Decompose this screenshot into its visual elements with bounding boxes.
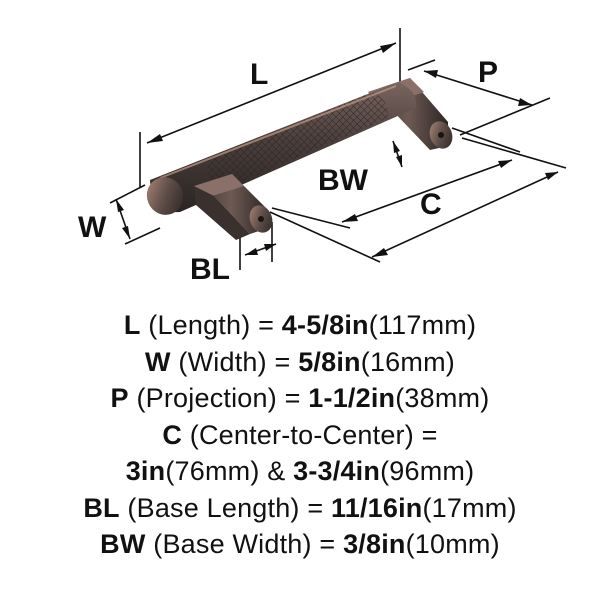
- label-W: W: [78, 211, 107, 244]
- spec-line: 3in(76mm) & 3-3/4in(96mm): [0, 453, 600, 490]
- arrow-L-right: [380, 43, 396, 53]
- spec-list: L (Length) = 4-5/8in(117mm)W (Width) = 5…: [0, 307, 600, 563]
- arrow-BW-bottom: [396, 155, 402, 167]
- spec-value: 1-1/2in: [308, 383, 396, 413]
- spec-text: (Center-to-Center) =: [182, 419, 438, 450]
- dim-P-ext-left: [407, 59, 436, 71]
- spec-value: L: [123, 310, 141, 340]
- arrow-Couter-right: [545, 172, 558, 180]
- spec-line: L (Length) = 4-5/8in(117mm): [0, 307, 600, 344]
- cabinet-pull-diagram: L P W BW C BL: [78, 28, 567, 286]
- front-screw-hole: [258, 216, 264, 222]
- dim-C-line: [341, 159, 513, 223]
- arrow-P-right: [518, 98, 532, 106]
- dim-C-outer-ext-right: [461, 137, 567, 169]
- spec-line: W (Width) = 5/8in(16mm): [0, 344, 600, 381]
- spec-line: C (Center-to-Center) =: [0, 417, 600, 454]
- front-end-cap: [146, 177, 184, 215]
- dimension-arrowheads: [116, 43, 558, 257]
- front-post-top: [194, 174, 244, 198]
- spec-line: P (Projection) = 1-1/2in(38mm): [0, 380, 600, 417]
- cabinet-pull: [146, 78, 453, 240]
- spec-text: (10mm): [405, 529, 500, 559]
- knurled-grip: [207, 92, 389, 190]
- spec-value: 4-5/8in: [281, 310, 369, 340]
- dim-C-ext-left: [271, 207, 351, 229]
- label-BL: BL: [190, 253, 230, 286]
- spec-text: (Width) =: [170, 346, 299, 377]
- spec-text: (Length) =: [140, 310, 282, 340]
- spec-value: 3/8in: [343, 529, 406, 559]
- spec-text: (96mm): [380, 456, 475, 486]
- arrow-P-left: [424, 70, 438, 78]
- spec-text: (Base Length) =: [119, 492, 331, 523]
- arrow-W-top: [116, 199, 124, 212]
- arrow-BL-left: [245, 248, 258, 255]
- dim-W-ext-top: [109, 184, 146, 204]
- bar-highlight: [159, 85, 397, 179]
- arrow-C-left: [342, 214, 358, 222]
- spec-value: 3in: [125, 456, 166, 486]
- spec-value: BL: [83, 492, 120, 523]
- dim-L-line: [146, 42, 397, 144]
- spec-text: (76mm) &: [165, 456, 294, 486]
- arrow-W-bottom: [122, 226, 130, 239]
- spec-text: (38mm): [395, 383, 490, 413]
- dimension-labels: L P W BW C BL: [78, 56, 498, 286]
- dimension-lines: [109, 28, 567, 270]
- spec-text: (Base Width) =: [145, 529, 344, 559]
- spec-text: (17mm): [422, 492, 517, 523]
- label-BW: BW: [318, 164, 369, 197]
- dim-C-ext-right: [451, 127, 521, 153]
- back-screw-hole: [438, 132, 444, 138]
- spec-value: 3-3/4in: [293, 456, 381, 486]
- spec-text: (16mm): [360, 346, 455, 377]
- arrow-C-right: [498, 160, 512, 168]
- spec-line: BL (Base Length) = 11/16in(17mm): [0, 490, 600, 527]
- label-L: L: [250, 58, 268, 91]
- arrow-BL-right: [264, 244, 276, 251]
- spec-value: BW: [100, 529, 146, 559]
- spec-value: 5/8in: [298, 346, 361, 377]
- spec-text: (117mm): [368, 310, 477, 340]
- spec-line: BW (Base Width) = 3/8in(10mm): [0, 526, 600, 563]
- spec-value: P: [110, 383, 129, 413]
- label-C: C: [420, 188, 442, 221]
- dim-C-outer-ext-left: [269, 211, 381, 263]
- spec-value: 11/16in: [331, 492, 423, 523]
- arrow-Couter-left: [372, 248, 388, 257]
- spec-text: (Projection) =: [128, 383, 309, 413]
- dim-C-outer-line: [371, 171, 559, 258]
- dim-P-ext-right: [459, 97, 551, 136]
- arrow-BW-top: [393, 141, 400, 153]
- arrow-L-left: [147, 134, 163, 143]
- dim-W-ext-bottom: [124, 227, 161, 245]
- front-post-side: [194, 186, 250, 240]
- spec-value: C: [162, 419, 183, 450]
- label-P: P: [478, 56, 498, 89]
- spec-value: W: [145, 346, 171, 377]
- dim-P-line: [423, 70, 533, 106]
